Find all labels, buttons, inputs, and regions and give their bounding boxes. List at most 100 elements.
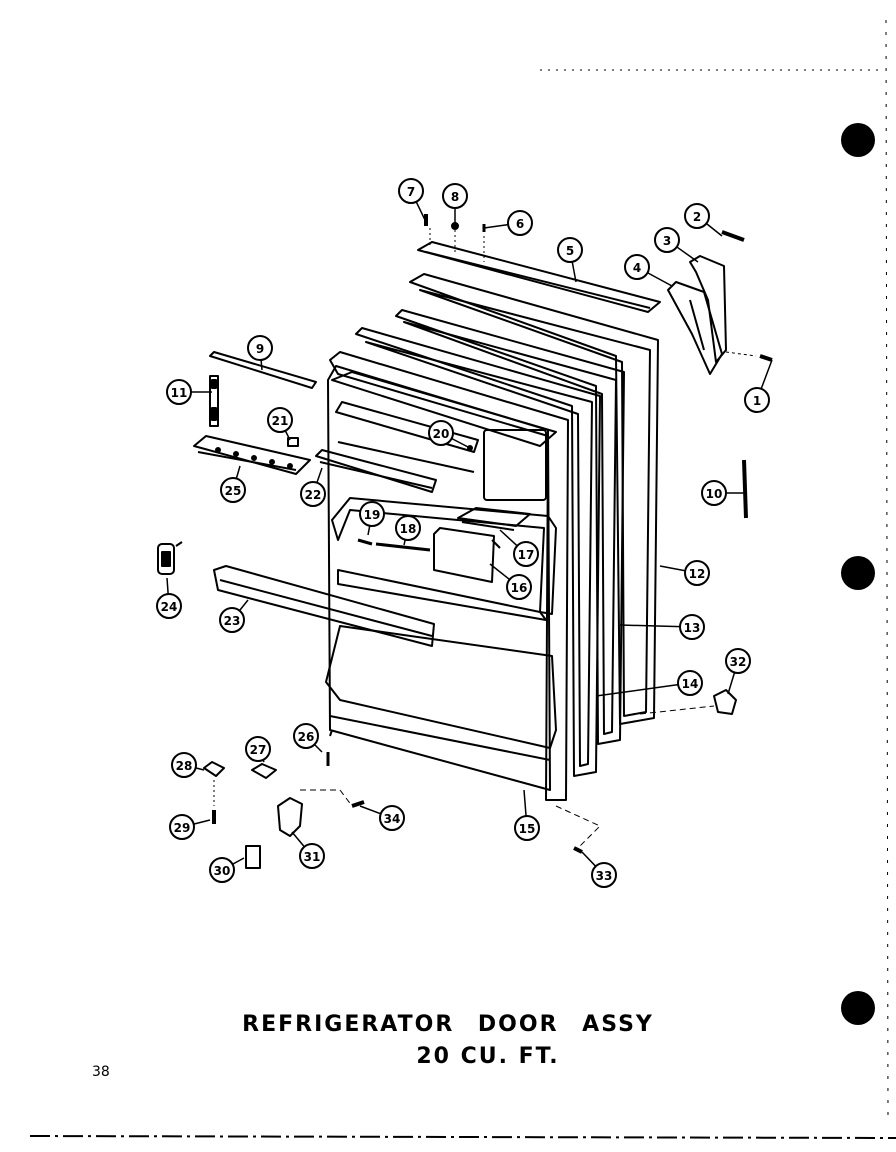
leader-line-20 [451, 437, 471, 449]
leader-line-21 [284, 430, 291, 441]
diagram-title: REFRIGERATOR DOOR ASSY [242, 1012, 654, 1037]
callout-25: 25 [220, 477, 246, 503]
callout-circle-33 [591, 862, 617, 888]
callout-circle-11 [166, 379, 192, 405]
callout-label-14: 14 [682, 677, 699, 691]
callout-circle-19 [359, 501, 385, 527]
leader-line-16 [489, 563, 511, 581]
callout-label-6: 6 [516, 217, 524, 231]
punch-hole-bottom [841, 991, 875, 1025]
leader-line-19 [367, 525, 371, 536]
callout-label-11: 11 [171, 386, 188, 400]
callout-circle-6 [507, 210, 533, 236]
leader-line-6 [483, 223, 509, 229]
part-34-screw [300, 789, 365, 808]
callout-9: 9 [247, 335, 273, 361]
part-4-hinge [667, 281, 723, 375]
callout-circle-22 [300, 481, 326, 507]
callout-7: 7 [398, 178, 424, 204]
part-24-latch [157, 541, 183, 575]
callout-circle-28 [171, 752, 197, 778]
part-9-strip [209, 351, 317, 389]
leader-line-12 [659, 565, 686, 572]
callout-label-29: 29 [174, 821, 191, 835]
callout-circle-32 [725, 648, 751, 674]
leader-line-28 [195, 767, 205, 771]
callout-circle-29 [169, 814, 195, 840]
callout-18: 18 [395, 515, 421, 541]
callout-16: 16 [506, 574, 532, 600]
callout-circle-30 [209, 857, 235, 883]
leader-line-15 [523, 789, 527, 817]
part-23-door-bar [213, 565, 435, 647]
page-number: 38 [92, 1064, 110, 1080]
callout-circle-2 [684, 203, 710, 229]
callout-label-17: 17 [518, 548, 535, 562]
callout-31: 31 [299, 843, 325, 869]
leader-line-34 [359, 805, 382, 815]
callout-circle-8 [442, 183, 468, 209]
callout-circle-7 [398, 178, 424, 204]
callout-32: 32 [725, 648, 751, 674]
callout-circle-24 [156, 593, 182, 619]
callout-circle-18 [395, 515, 421, 541]
callout-label-28: 28 [176, 759, 193, 773]
part-30-plate [245, 845, 261, 869]
callout-label-20: 20 [433, 427, 450, 441]
leader-lines [166, 201, 773, 867]
callout-circle-31 [299, 843, 325, 869]
punch-hole-middle [841, 556, 875, 590]
part-2-pin [721, 230, 745, 242]
callout-2: 2 [684, 203, 710, 229]
callout-circle-12 [684, 560, 710, 586]
leader-line-25 [235, 465, 241, 479]
callout-label-1: 1 [753, 394, 761, 408]
part-21-block [287, 437, 299, 447]
part-31-hinge-bracket [277, 797, 303, 837]
part-32-bracket [639, 689, 737, 715]
callout-4: 4 [624, 254, 650, 280]
part-25-hinge-cover [193, 435, 311, 475]
callout-label-12: 12 [689, 567, 706, 581]
leader-line-17 [499, 529, 518, 547]
leader-line-26 [313, 743, 323, 753]
callout-label-25: 25 [225, 484, 242, 498]
part-17-dairy-cover [457, 507, 531, 531]
callout-label-15: 15 [519, 822, 536, 836]
callout-label-24: 24 [161, 600, 178, 614]
callout-24: 24 [156, 593, 182, 619]
callout-33: 33 [591, 862, 617, 888]
part-33-screw [555, 805, 601, 854]
callout-13: 13 [679, 614, 705, 640]
callout-label-34: 34 [384, 812, 401, 826]
part-3-hinge-plate [689, 255, 727, 363]
callout-11: 11 [166, 379, 192, 405]
part-16-dairy-door [433, 527, 501, 583]
punch-holes [841, 123, 875, 1025]
callout-29: 29 [169, 814, 195, 840]
callout-label-13: 13 [684, 621, 701, 635]
callout-12: 12 [684, 560, 710, 586]
leader-line-31 [291, 831, 305, 848]
callout-circle-34 [379, 805, 405, 831]
leader-line-13 [619, 624, 681, 628]
callout-circle-25 [220, 477, 246, 503]
callout-14: 14 [677, 670, 703, 696]
callout-label-4: 4 [633, 261, 641, 275]
part-19-screw [357, 538, 373, 546]
callout-label-21: 21 [272, 414, 289, 428]
part-1-screw [725, 351, 773, 362]
callout-label-3: 3 [663, 234, 671, 248]
callout-circle-3 [654, 227, 680, 253]
callout-label-31: 31 [304, 850, 321, 864]
leader-line-3 [676, 246, 699, 263]
callout-label-22: 22 [305, 488, 322, 502]
callout-5: 5 [557, 237, 583, 263]
callout-label-18: 18 [400, 522, 417, 536]
callout-circle-26 [293, 723, 319, 749]
callout-label-26: 26 [298, 730, 315, 744]
leader-line-32 [727, 672, 736, 695]
callout-label-23: 23 [224, 614, 241, 628]
